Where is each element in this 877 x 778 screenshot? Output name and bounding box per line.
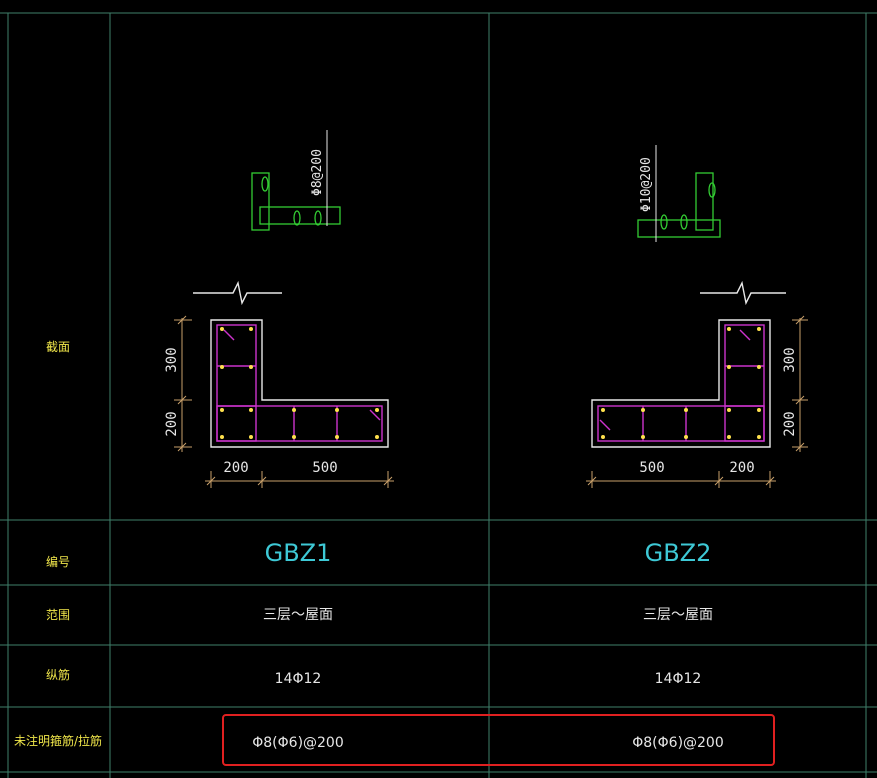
detail-gbz1: Φ8@200 [251, 130, 341, 231]
bar-dot [249, 435, 253, 439]
dim-text-right: 200 [729, 460, 754, 476]
bar-dot [757, 365, 761, 369]
table-grid [0, 12, 877, 778]
dim-text-top: 300 [164, 347, 180, 372]
dimension-vertical-gbz1: 300 200 [164, 315, 192, 452]
bar-dot [727, 435, 731, 439]
rebar-cage-gbz1-vertical [216, 324, 257, 442]
section-gbz2: Φ10@200 [586, 145, 808, 488]
dim-text-bottom: 200 [782, 411, 798, 436]
detail-gbz1-hook [314, 210, 322, 226]
rebar-hook-gbz2 [739, 329, 751, 341]
break-line-gbz1 [193, 280, 282, 306]
bar-dot [727, 327, 731, 331]
dimension-horizontal-gbz2: 500 200 [586, 460, 776, 488]
detail-gbz1-hook [293, 210, 301, 226]
bar-dot [220, 435, 224, 439]
dim-slash [177, 395, 187, 405]
detail-gbz2-label: Φ10@200 [639, 157, 654, 212]
dim-text-right: 500 [312, 460, 337, 476]
bar-dots-gbz1 [220, 327, 379, 439]
row-label-id: 编号 [46, 554, 70, 569]
cell-id-gbz1: GBZ1 [265, 539, 332, 567]
rebar-hook-gbz1 [223, 329, 235, 341]
row-label-range: 范围 [46, 608, 70, 622]
highlight-box [222, 714, 775, 766]
bar-dot [757, 408, 761, 412]
dim-slash [714, 476, 724, 486]
bar-dot [641, 408, 645, 412]
cell-range-gbz2: 三层～屋面 [643, 607, 713, 623]
dim-slash [795, 315, 805, 325]
dimension-vertical-gbz2: 300 200 [782, 315, 808, 452]
bar-dot [249, 327, 253, 331]
dim-slash [765, 476, 775, 486]
dim-text-top: 300 [782, 347, 798, 372]
detail-gbz2: Φ10@200 [637, 145, 721, 242]
dim-slash [795, 442, 805, 452]
rebar-hook-gbz2 [599, 419, 611, 431]
dim-slash [177, 442, 187, 452]
dim-slash [383, 476, 393, 486]
detail-gbz2-hook [708, 182, 716, 198]
cell-range-gbz1: 三层～屋面 [263, 607, 333, 623]
bar-dot [684, 408, 688, 412]
dim-text-left: 200 [223, 460, 248, 476]
bar-dot [220, 408, 224, 412]
bar-dot [601, 408, 605, 412]
dimension-horizontal-gbz1: 200 500 [205, 460, 394, 488]
cell-stirrup-gbz2: Φ8(Φ6)@200 [632, 735, 724, 751]
bar-dot [641, 435, 645, 439]
dim-slash [177, 315, 187, 325]
dim-slash [587, 476, 597, 486]
rebar-cage-gbz1-horizontal [216, 405, 383, 442]
cell-longitudinal-gbz1: 14Φ12 [275, 671, 322, 687]
break-line-gbz2 [700, 280, 786, 306]
rebar-hook-gbz1 [369, 409, 381, 421]
dim-slash [257, 476, 267, 486]
bar-dot [601, 435, 605, 439]
bar-dot [684, 435, 688, 439]
bar-dot [292, 435, 296, 439]
bar-dot [220, 327, 224, 331]
section-outline-gbz1 [210, 319, 389, 448]
bar-dot [727, 408, 731, 412]
bar-dot [292, 408, 296, 412]
cell-stirrup-gbz1: Φ8(Φ6)@200 [252, 735, 344, 751]
bar-dot [375, 408, 379, 412]
bar-dot [249, 365, 253, 369]
bar-dot [220, 365, 224, 369]
dim-slash [795, 395, 805, 405]
rebar-cage-gbz2-vertical [724, 324, 765, 442]
row-label-longitudinal: 纵筋 [46, 667, 70, 682]
detail-gbz1-horizontal-bar [259, 206, 341, 225]
cell-id-gbz2: GBZ2 [645, 539, 712, 567]
row-label-section: 截面 [46, 340, 70, 354]
bar-dot [335, 408, 339, 412]
detail-gbz2-hook [660, 214, 668, 230]
bar-dot [375, 435, 379, 439]
detail-gbz2-horizontal-bar [637, 219, 721, 238]
detail-gbz2-hook [680, 214, 688, 230]
dim-text-bottom: 200 [164, 411, 180, 436]
bar-dot [757, 327, 761, 331]
bar-dot [757, 435, 761, 439]
detail-gbz1-hook [261, 176, 269, 192]
bar-dot [249, 408, 253, 412]
bar-dots-gbz2 [601, 327, 761, 439]
detail-gbz1-label: Φ8@200 [310, 149, 325, 196]
section-gbz1: Φ8@200 [164, 130, 394, 488]
detail-gbz1-vertical-bar [251, 172, 270, 231]
bar-dot [335, 435, 339, 439]
cell-longitudinal-gbz2: 14Φ12 [655, 671, 702, 687]
rebar-cage-gbz2-horizontal [597, 405, 765, 442]
detail-gbz2-vertical-bar [695, 172, 714, 231]
dim-slash [206, 476, 216, 486]
bar-dot [727, 365, 731, 369]
dim-text-left: 500 [639, 460, 664, 476]
section-outline-gbz2 [591, 319, 771, 448]
row-label-stirrup: 未注明箍筋/拉筋 [14, 733, 102, 748]
